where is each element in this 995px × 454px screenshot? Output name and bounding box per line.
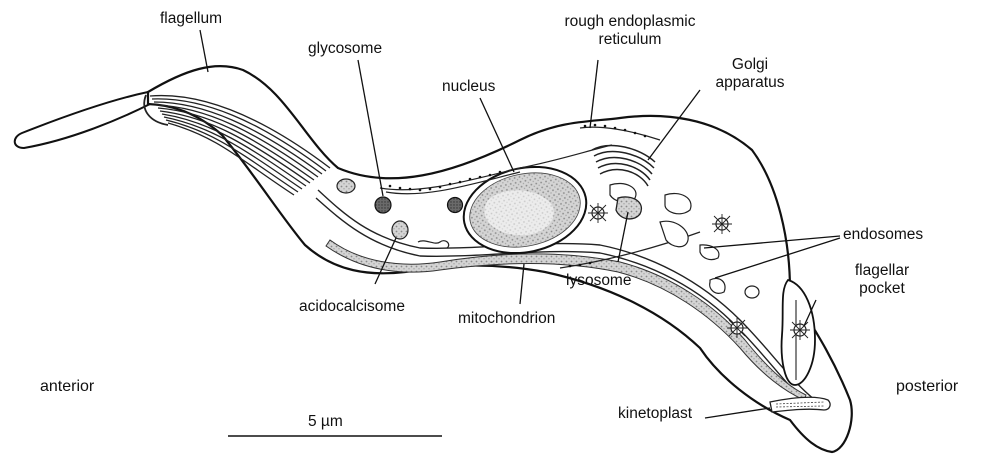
label-kinetoplast: kinetoplast <box>618 405 692 423</box>
label-rough-er: rough endoplasmic reticulum <box>560 13 700 49</box>
label-golgi: Golgi apparatus <box>700 56 800 92</box>
label-glycosome: glycosome <box>308 40 382 58</box>
label-flagellar-pocket-line2: pocket <box>842 280 922 298</box>
label-rough-er-line1: rough endoplasmic <box>560 13 700 31</box>
label-lysosome: lysosome <box>566 272 631 290</box>
lysosome <box>616 197 641 219</box>
label-acidocalcisome: acidocalcisome <box>299 298 405 316</box>
label-endosomes: endosomes <box>843 226 923 244</box>
label-mitochondrion: mitochondrion <box>458 310 555 328</box>
scale-bar-label: 5 µm <box>308 413 343 431</box>
label-golgi-line1: Golgi <box>700 56 800 74</box>
label-anterior: anterior <box>40 378 94 396</box>
label-rough-er-line2: reticulum <box>560 31 700 49</box>
label-golgi-line2: apparatus <box>700 74 800 92</box>
label-flagellum: flagellum <box>160 10 222 28</box>
label-flagellar-pocket: flagellar pocket <box>842 262 922 298</box>
label-nucleus: nucleus <box>442 78 495 96</box>
label-flagellar-pocket-line1: flagellar <box>842 262 922 280</box>
label-posterior: posterior <box>896 378 958 396</box>
free-flagellum <box>15 92 150 148</box>
